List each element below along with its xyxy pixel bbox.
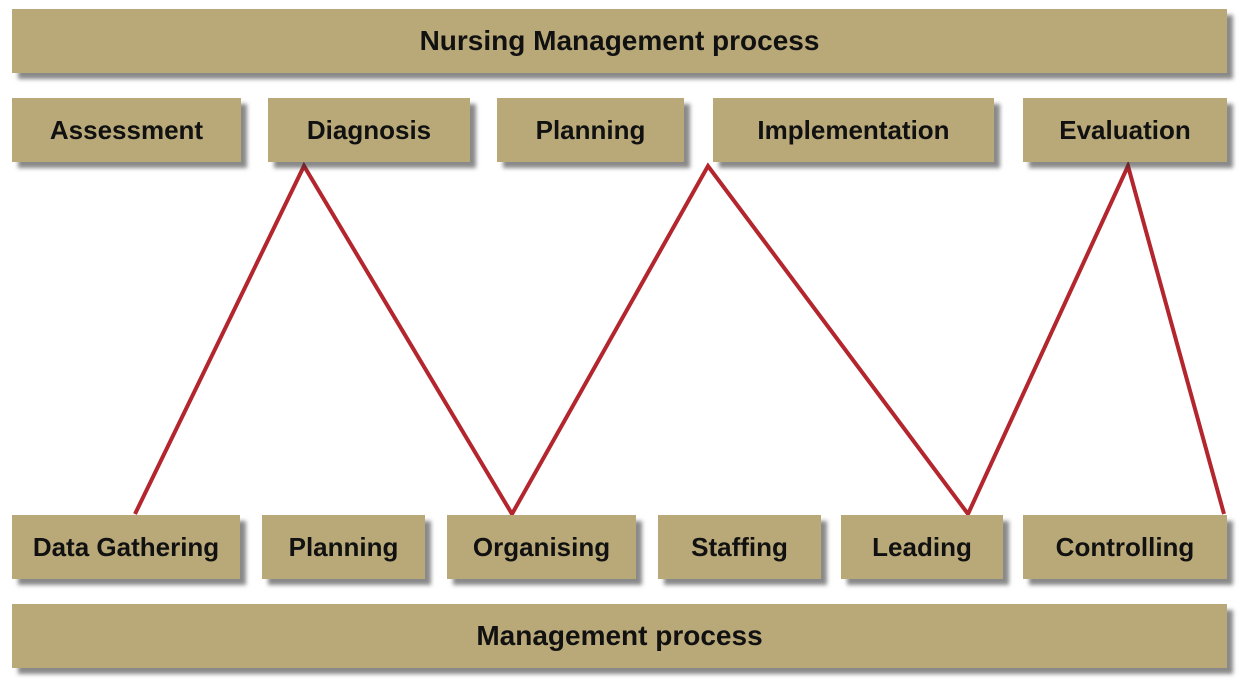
nursing-step-evaluation: Evaluation [1023, 98, 1227, 162]
nursing-step-label: Diagnosis [306, 114, 432, 145]
management-step-data-gathering: Data Gathering [12, 515, 240, 579]
nursing-step-label: Evaluation [1059, 114, 1191, 145]
nursing-management-title: Nursing Management process [419, 25, 820, 56]
management-step-planning: Planning [262, 515, 425, 579]
management-step-label: Leading [872, 531, 972, 562]
zigzag-connector-line [133, 160, 1226, 518]
management-step-label: Controlling [1055, 531, 1195, 562]
nursing-step-label: Assessment [49, 114, 204, 145]
nursing-step-implementation: Implementation [713, 98, 994, 162]
management-process-title: Management process [476, 620, 763, 651]
management-step-leading: Leading [841, 515, 1003, 579]
nursing-step-label: Planning [535, 114, 646, 145]
management-step-label: Organising [472, 531, 611, 562]
management-step-label: Staffing [691, 531, 788, 562]
nursing-step-diagnosis: Diagnosis [268, 98, 470, 162]
nursing-management-banner: Nursing Management process [12, 9, 1227, 73]
nursing-step-planning: Planning [497, 98, 684, 162]
nursing-step-label: Implementation [757, 114, 950, 145]
management-step-label: Data Gathering [32, 531, 220, 562]
management-step-staffing: Staffing [658, 515, 821, 579]
management-step-label: Planning [288, 531, 399, 562]
management-process-banner: Management process [12, 604, 1227, 668]
management-step-organising: Organising [447, 515, 636, 579]
nursing-step-assessment: Assessment [12, 98, 241, 162]
management-step-controlling: Controlling [1023, 515, 1227, 579]
